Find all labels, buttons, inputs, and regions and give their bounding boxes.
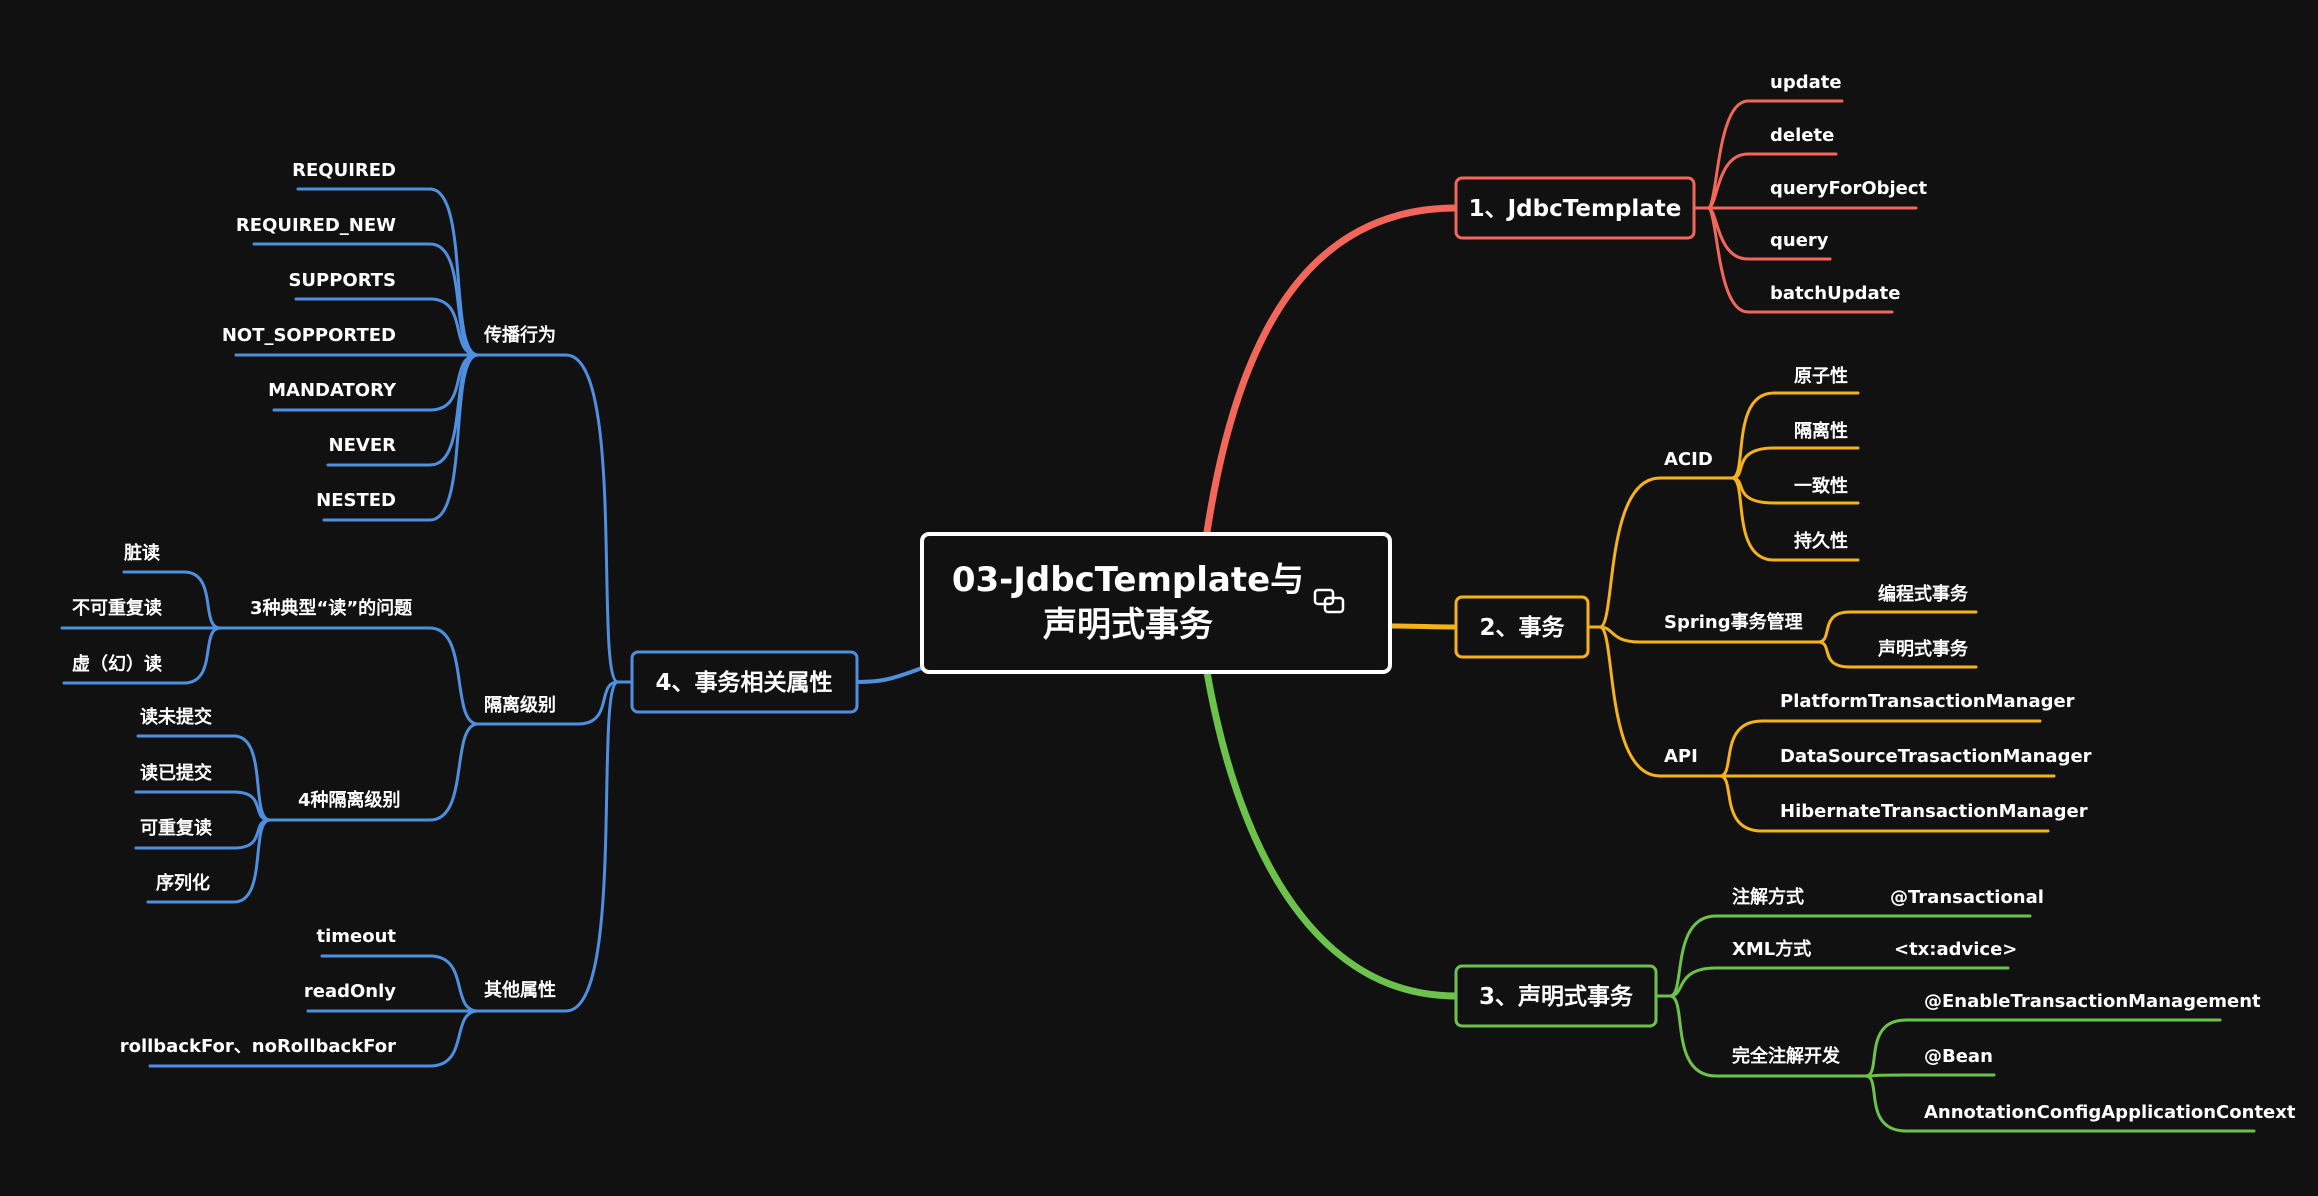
decl-annotation-value[interactable]: @Transactional (1890, 887, 2044, 908)
attr-propagation-label[interactable]: 传播行为 (483, 324, 556, 346)
decl-full-item[interactable]: AnnotationConfigApplicationContext (1924, 1102, 2296, 1123)
attr-subtree: 传播行为 REQUIRED REQUIRED_NEW SUPPORTS NOT_… (72, 160, 556, 1057)
root-title-line1: 03-JdbcTemplate与 (952, 560, 1304, 600)
branch-declarative-tx-label: 3、声明式事务 (1479, 984, 1634, 1010)
jdbc-item[interactable]: query (1770, 230, 1829, 251)
decl-full-label[interactable]: 完全注解开发 (1732, 1045, 1841, 1067)
jdbc-item[interactable]: batchUpdate (1770, 283, 1900, 304)
propagation-item[interactable]: NOT_SOPPORTED (222, 325, 396, 346)
isolation-problem-item[interactable]: 不可重复读 (72, 597, 162, 619)
propagation-item[interactable]: NEVER (329, 435, 397, 456)
tx-api-item[interactable]: PlatformTransactionManager (1780, 691, 2075, 712)
edge-root-jdbc (1203, 204, 1460, 536)
other-item[interactable]: rollbackFor、noRollbackFor (120, 1036, 396, 1057)
jdbc-leaves: update delete queryForObject query batch… (1770, 72, 1928, 304)
attr-other-label[interactable]: 其他属性 (484, 979, 556, 1001)
tx-subtree: ACID 原子性 隔离性 一致性 持久性 Spring事务管理 编程式事务 声明… (1664, 365, 2092, 822)
link-icon[interactable] (1313, 588, 1345, 614)
propagation-item[interactable]: REQUIRED (292, 160, 396, 181)
other-item[interactable]: readOnly (304, 981, 396, 1002)
propagation-item[interactable]: MANDATORY (268, 380, 397, 401)
isolation-levels-label[interactable]: 4种隔离级别 (298, 789, 401, 811)
branch-declarative-tx[interactable]: 3、声明式事务 (1454, 964, 1658, 1028)
edge-root-tx (1387, 623, 1459, 630)
isolation-level-item[interactable]: 可重复读 (140, 817, 212, 839)
isolation-problems-label[interactable]: 3种典型“读”的问题 (250, 597, 413, 619)
edge-root-attr (855, 666, 924, 684)
propagation-item[interactable]: SUPPORTS (288, 270, 396, 291)
jdbc-item[interactable]: queryForObject (1770, 178, 1928, 199)
tx-spring-item[interactable]: 编程式事务 (1878, 583, 1969, 605)
tx-acid-label[interactable]: ACID (1664, 449, 1713, 470)
isolation-problem-item[interactable]: 脏读 (124, 542, 160, 564)
tx-api-item[interactable]: HibernateTransactionManager (1780, 801, 2088, 822)
branch-tx-attributes[interactable]: 4、事务相关属性 (630, 650, 859, 714)
isolation-problem-item[interactable]: 虚（幻）读 (72, 653, 162, 675)
decl-full-item[interactable]: @Bean (1924, 1046, 1993, 1067)
jdbc-item[interactable]: delete (1770, 125, 1834, 146)
tx-acid-item[interactable]: 隔离性 (1794, 420, 1848, 442)
tx-acid-item[interactable]: 一致性 (1794, 475, 1848, 497)
attr-edges (60, 187, 634, 1068)
propagation-item[interactable]: REQUIRED_NEW (236, 215, 396, 236)
decl-xml-label[interactable]: XML方式 (1732, 938, 1811, 960)
branch-tx-attributes-label: 4、事务相关属性 (655, 669, 832, 696)
branch-jdbctemplate[interactable]: 1、JdbcTemplate (1454, 176, 1696, 240)
decl-annotation-label[interactable]: 注解方式 (1732, 886, 1804, 908)
tx-acid-item[interactable]: 持久性 (1794, 530, 1848, 552)
tx-spring-item[interactable]: 声明式事务 (1877, 638, 1969, 660)
root-node[interactable]: 03-JdbcTemplate与 声明式事务 (920, 532, 1392, 674)
tx-acid-item[interactable]: 原子性 (1794, 365, 1848, 387)
jdbc-edges (1692, 99, 1918, 314)
decl-xml-value[interactable]: <tx:advice> (1894, 939, 2017, 960)
isolation-level-item[interactable]: 读未提交 (140, 706, 212, 728)
decl-edges (1654, 914, 2256, 1133)
isolation-level-item[interactable]: 读已提交 (140, 762, 212, 784)
tx-api-item[interactable]: DataSourceTrasactionManager (1780, 746, 2092, 767)
decl-full-item[interactable]: @EnableTransactionManagement (1924, 991, 2261, 1012)
isolation-level-item[interactable]: 序列化 (156, 872, 210, 894)
tx-spring-label[interactable]: Spring事务管理 (1664, 611, 1803, 633)
tx-edges (1586, 391, 2056, 833)
decl-subtree: 注解方式 @Transactional XML方式 <tx:advice> 完全… (1732, 886, 2296, 1123)
root-title-line2: 声明式事务 (1043, 605, 1213, 645)
branch-transaction-label: 2、事务 (1479, 615, 1565, 641)
tx-api-label[interactable]: API (1664, 746, 1698, 767)
other-item[interactable]: timeout (316, 926, 396, 947)
branch-jdbctemplate-label: 1、JdbcTemplate (1469, 196, 1682, 222)
branch-transaction[interactable]: 2、事务 (1454, 595, 1590, 659)
jdbc-item[interactable]: update (1770, 72, 1842, 93)
edge-root-decl (1203, 668, 1460, 1000)
attr-isolation-label[interactable]: 隔离级别 (484, 694, 556, 716)
propagation-item[interactable]: NESTED (316, 490, 396, 511)
